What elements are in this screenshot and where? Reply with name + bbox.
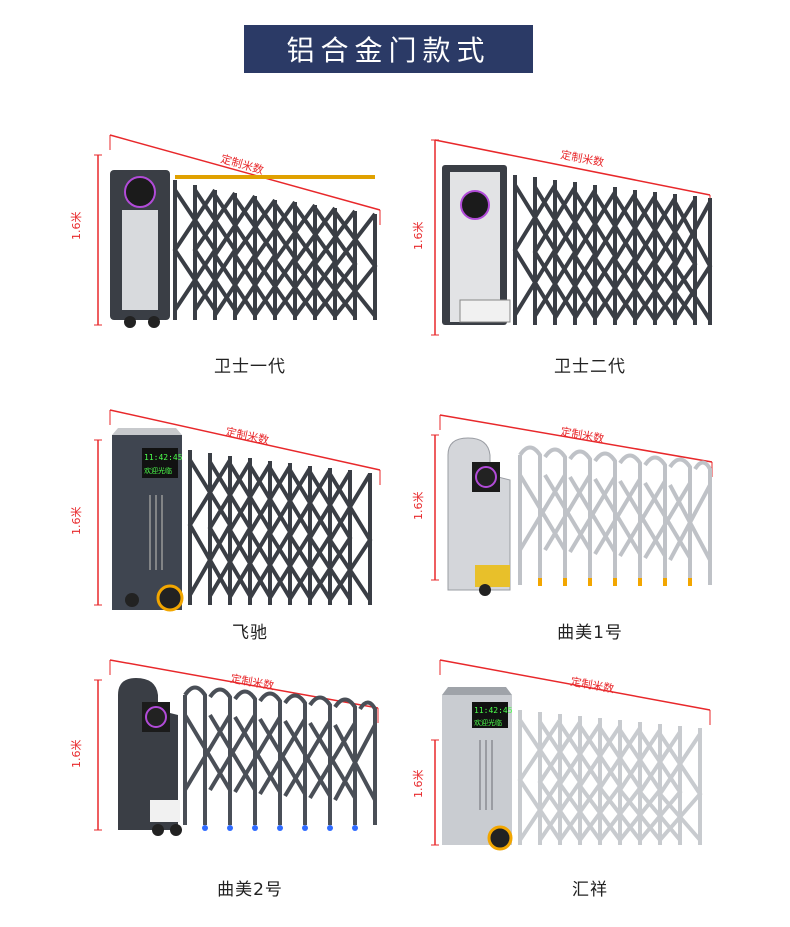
welcome-display: 欢迎光临 [144, 466, 172, 475]
gate-illustration [431, 139, 713, 336]
gate-name: 曲美2号 [217, 880, 283, 900]
gate-name: 汇祥 [572, 880, 608, 900]
height-label: 1.6米 [412, 222, 425, 251]
gate-illustration [431, 414, 713, 596]
gate-name: 卫士一代 [214, 357, 286, 377]
gate-illustration: 11:42:45 欢迎光临 [94, 409, 381, 612]
gate-card-2: 1.6米 定制米数 卫士二代 [412, 130, 760, 380]
height-label: 1.6米 [70, 212, 83, 241]
gate-name: 飞驰 [232, 623, 268, 643]
gate-card-5: 1.6米 定制米数 曲美2号 [70, 650, 420, 900]
gate-name: 卫士二代 [554, 357, 626, 377]
gate-illustration [94, 134, 381, 328]
height-label: 1.6米 [70, 740, 83, 769]
length-label: 定制米数 [224, 424, 270, 447]
length-label: 定制米数 [569, 674, 615, 695]
length-label: 定制米数 [219, 151, 265, 177]
height-label: 1.6米 [412, 492, 425, 521]
gate-illustration: 11:42:45 欢迎光临 [431, 659, 711, 851]
height-label: 1.6米 [412, 770, 425, 799]
gate-name: 曲美1号 [557, 623, 623, 643]
gate-card-4: 1.6米 定制米数 曲美1号 [412, 400, 760, 650]
length-label: 定制米数 [229, 671, 275, 692]
gate-card-3: 11:42:45 欢迎光临 1.6米 定制米数 飞驰 [70, 400, 420, 650]
height-label: 1.6米 [70, 507, 83, 536]
welcome-display: 欢迎光临 [474, 718, 502, 727]
gate-card-1: 1.6米 定制米数 卫士一代 [70, 130, 420, 380]
length-label: 定制米数 [559, 424, 605, 445]
gate-illustration [94, 659, 379, 836]
clock-display: 11:42:45 [144, 453, 183, 462]
length-label: 定制米数 [559, 147, 605, 169]
page-title: 铝合金门款式 [244, 25, 533, 73]
clock-display: 11:42:45 [474, 706, 513, 715]
gate-card-6: 11:42:45 欢迎光临 1.6米 定制米数 汇祥 [412, 650, 760, 900]
